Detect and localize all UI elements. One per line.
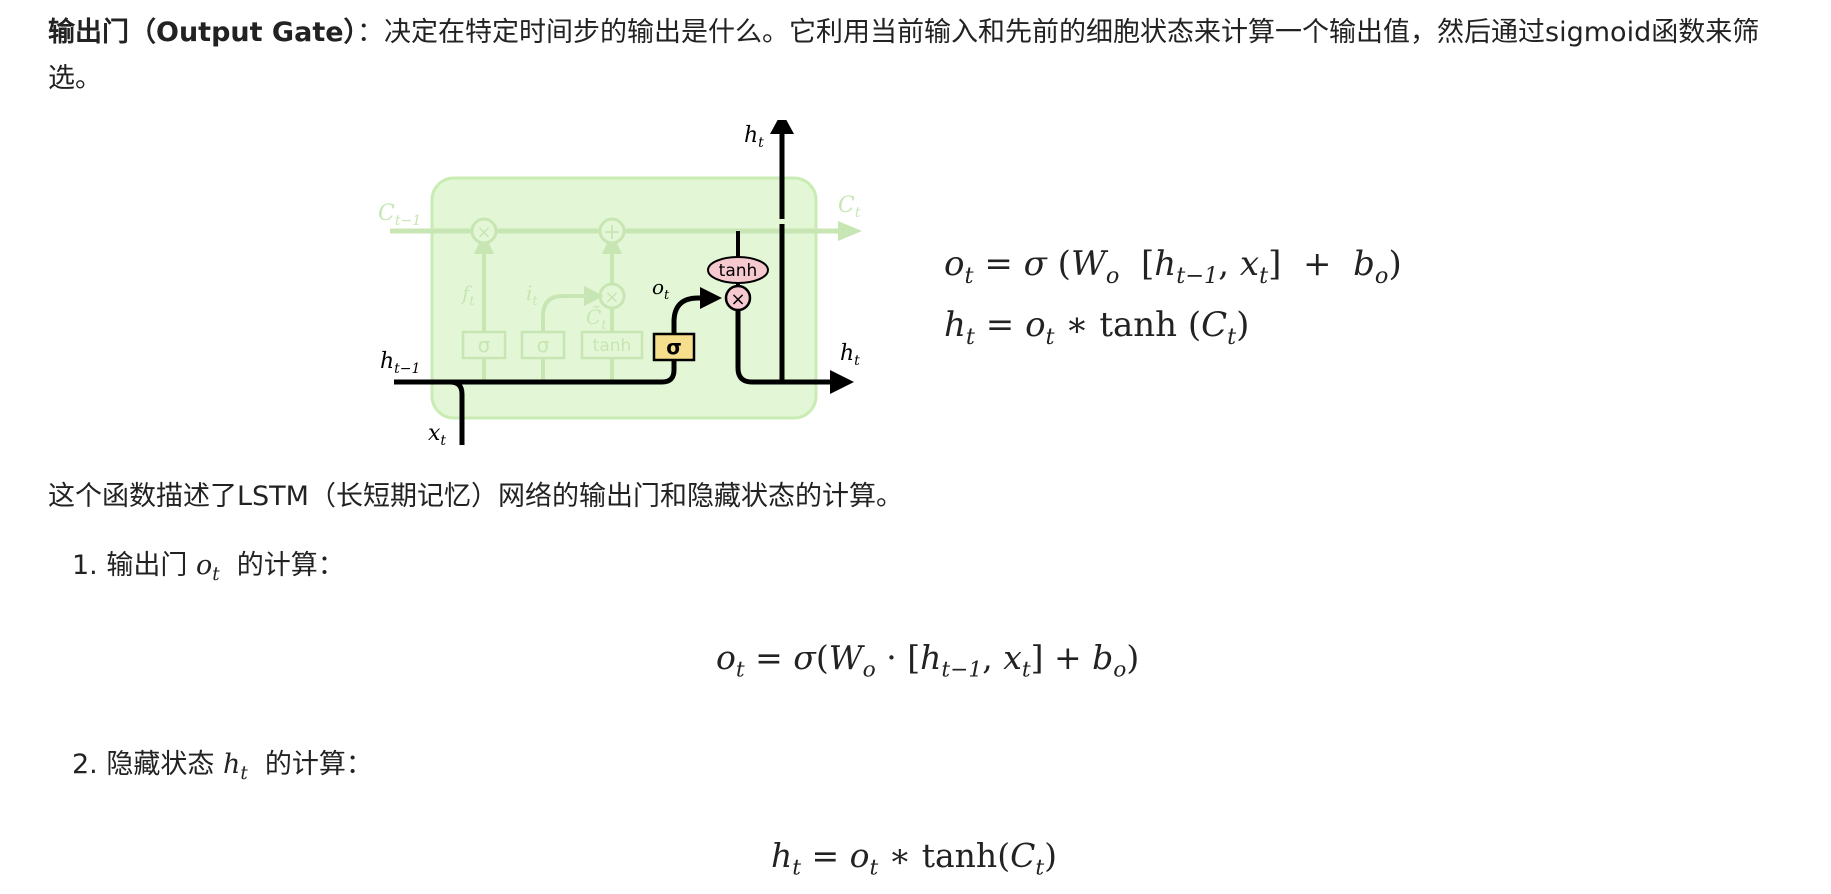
add-node <box>598 217 626 245</box>
label-h-t-right: ht <box>840 341 860 369</box>
list-math-var: ht <box>222 749 248 784</box>
block-equation-hidden-state: ht = ot ∗ tanh(Ct) <box>771 836 1057 881</box>
forget-sigma-label: σ <box>478 333 491 357</box>
input-gate-arrow <box>584 286 604 306</box>
input-gate-path <box>541 294 592 378</box>
right-equation-output-gate: ot = σ (Wo [ht−1, xt] + bo) <box>944 244 1402 289</box>
lstm-output-gate-diagram: × + × σ σ tanh Ct−1 Ct ft it C̃t σ tanh … <box>378 120 862 449</box>
intro-paragraph: 输出门（Output Gate）：决定在特定时间步的输出是什么。它利用当前输入和… <box>48 10 1788 102</box>
list-item-output-gate: 1. 输出门 ot 的计算： <box>72 546 345 586</box>
output-path <box>735 310 832 385</box>
list-prefix: 输出门 <box>106 550 188 581</box>
label-h-t-top: ht <box>744 123 764 151</box>
list-suffix: 的计算： <box>264 749 373 780</box>
candidate-tanh-label: tanh <box>593 336 632 356</box>
input-sigma-label: σ <box>537 333 550 357</box>
intro-title: 输出门（Output Gate） <box>48 17 358 48</box>
label-c-prev: Ct−1 <box>378 201 421 229</box>
intro-separator: ： <box>357 17 385 48</box>
list-item-hidden-state: 2. 隐藏状态 ht 的计算： <box>72 745 373 785</box>
label-i-t: it <box>526 281 538 309</box>
label-o-t: ot <box>652 275 670 303</box>
label-x-t: xt <box>428 421 446 449</box>
label-c-tilde: C̃t <box>586 305 607 333</box>
hidden-up-arrow <box>770 120 794 134</box>
output-sigma-label: σ <box>666 335 682 359</box>
output-gate-arrow <box>700 287 722 309</box>
forget-multiply-node <box>470 217 498 245</box>
output-right-arrow <box>830 370 854 394</box>
list-number: 2. <box>72 749 98 780</box>
forget-multiply-symbol: × <box>476 222 491 243</box>
block-equation-output-gate: ot = σ(Wo · [ht−1, xt] + bo) <box>716 638 1140 683</box>
input-multiply-symbol: × <box>604 287 619 308</box>
list-math-var: ot <box>195 550 220 585</box>
list-prefix: 隐藏状态 <box>106 749 215 780</box>
cell-state-arrow <box>838 221 862 241</box>
intro-text: 决定在特定时间步的输出是什么。它利用当前输入和先前的细胞状态来计算一个输出值，然… <box>48 17 1760 94</box>
output-tanh-label: tanh <box>719 261 758 281</box>
list-suffix: 的计算： <box>236 550 345 581</box>
output-multiply-symbol: × <box>730 289 745 310</box>
add-symbol: + <box>603 220 621 245</box>
list-number: 1. <box>72 550 98 581</box>
output-sigma-box <box>652 332 696 362</box>
forget-sigma-box <box>461 330 507 360</box>
description-paragraph: 这个函数描述了LSTM（长短期记忆）网络的输出门和隐藏状态的计算。 <box>48 481 903 512</box>
right-equation-hidden-state: ht = ot ∗ tanh (Ct) <box>944 305 1250 350</box>
label-c-t-right: Ct <box>838 193 861 221</box>
label-h-prev: ht−1 <box>380 349 420 377</box>
